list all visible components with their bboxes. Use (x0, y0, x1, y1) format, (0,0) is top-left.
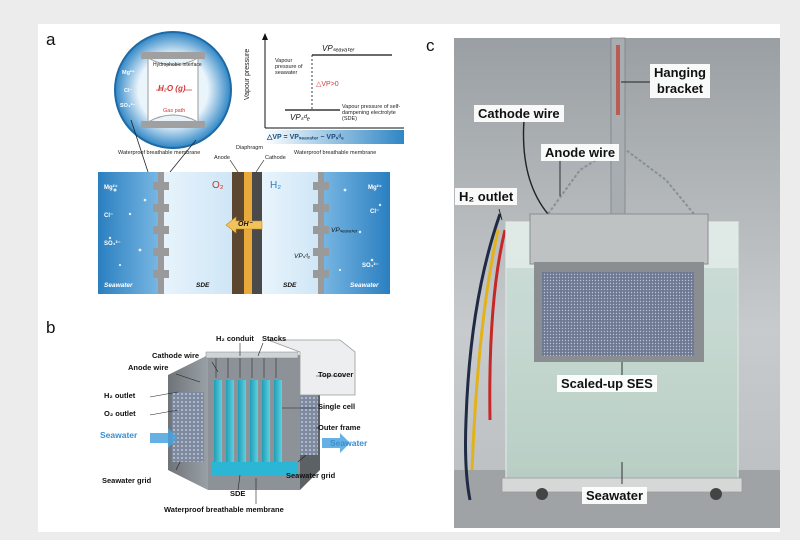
graph-y-label: Vapour pressure (244, 48, 251, 100)
label-stacks: Stacks (262, 334, 287, 343)
label-ion-right-2: Cl⁻ (370, 209, 380, 215)
label-ion-left-3: SO₄²⁻ (104, 241, 121, 247)
inset-gas-path-label: Gas path (163, 108, 186, 114)
graph-vp-sea: VPₛₑₐᵥₐₜₑᵣ (322, 44, 355, 53)
panel-a-letter: a (46, 30, 56, 49)
label-outer-frame: Outer frame (318, 423, 361, 432)
inset-gas-label: H₂O (g) (158, 84, 186, 93)
label-sde-right: SDE (283, 282, 297, 289)
label-h2-conduit: H₂ conduit (216, 334, 254, 343)
label-membrane-left: Waterproof breathable membrane (118, 150, 201, 156)
label-ion-left-1: Mg²⁺ (104, 185, 118, 191)
label-sde-left: SDE (196, 282, 210, 289)
label-diaphragm: Diaphragm (236, 145, 263, 151)
label-anode-wire-c: Anode wire (541, 144, 620, 161)
label-cathode-wire-b: Cathode wire (152, 351, 200, 360)
graph-equation: △VP = VPₛₑₐᵥₐₜₑᵣ − VPₛᵈₑ (267, 134, 344, 141)
label-membrane-b: Waterproof breathable membrane (164, 505, 284, 514)
label-seawater-grid-left: Seawater grid (102, 476, 152, 485)
label-ion-right-3: SO₄²⁻ (362, 263, 379, 269)
label-anode-wire-b: Anode wire (128, 363, 169, 372)
label-ion-left-2: Cl⁻ (104, 213, 114, 219)
label-vp-seawater: VPₛₑₐᵥₐₜₑᵣ (331, 227, 358, 234)
label-oh: OH⁻ (238, 221, 253, 228)
label-sde-b: SDE (230, 489, 246, 498)
label-vp-sde: VPₛᵈₑ (294, 253, 311, 260)
label-seawater-c: Seawater (582, 487, 648, 504)
graph-vp-sea-note: Vapour pressure of seawater (275, 58, 303, 76)
inset-ion-1: Mg²⁺ (122, 70, 135, 76)
label-seawater-right: Seawater (350, 282, 379, 289)
graph-delta-vp: △VP>0 (316, 81, 339, 88)
inset-ion-3: SO₄²⁻ (120, 103, 136, 109)
graph-vp-sde: VPₛᵈₑ (290, 113, 310, 122)
label-single-cell: Single cell (318, 402, 356, 411)
panel-b-letter: b (46, 318, 56, 337)
label-seawater-grid-right: Seawater grid (286, 471, 336, 480)
label-hanging-bracket: Hanging bracket (650, 64, 710, 98)
inset-ion-2: Cl⁻ (124, 88, 133, 94)
graph-vp-sde-note: Vapour pressure of self-dampening electr… (342, 104, 401, 122)
inset-interface-label: Hydrophobic interface (153, 62, 202, 68)
figure-frame (38, 24, 780, 532)
label-h2-outlet-c: H₂ outlet (455, 188, 518, 205)
label-scaled-up-ses: Scaled-up SES (557, 375, 657, 392)
label-seawater-left: Seawater (104, 282, 133, 289)
panel-c-letter: c (426, 36, 435, 55)
label-cathode: Cathode (265, 155, 286, 161)
label-h2: H₂ (270, 180, 282, 191)
label-seawater-in: Seawater (100, 430, 138, 440)
label-ion-right-1: Mg²⁺ (368, 185, 382, 191)
label-o2-outlet-b: O₂ outlet (104, 409, 136, 418)
label-seawater-out: Seawater (330, 438, 368, 448)
label-h2-outlet-b: H₂ outlet (104, 391, 136, 400)
label-top-cover: Top cover (318, 370, 354, 379)
label-cathode-wire-c: Cathode wire (474, 105, 564, 122)
label-o2: O₂ (212, 180, 224, 191)
label-membrane-right: Waterproof breathable membrane (294, 150, 377, 156)
label-anode: Anode (214, 155, 230, 161)
